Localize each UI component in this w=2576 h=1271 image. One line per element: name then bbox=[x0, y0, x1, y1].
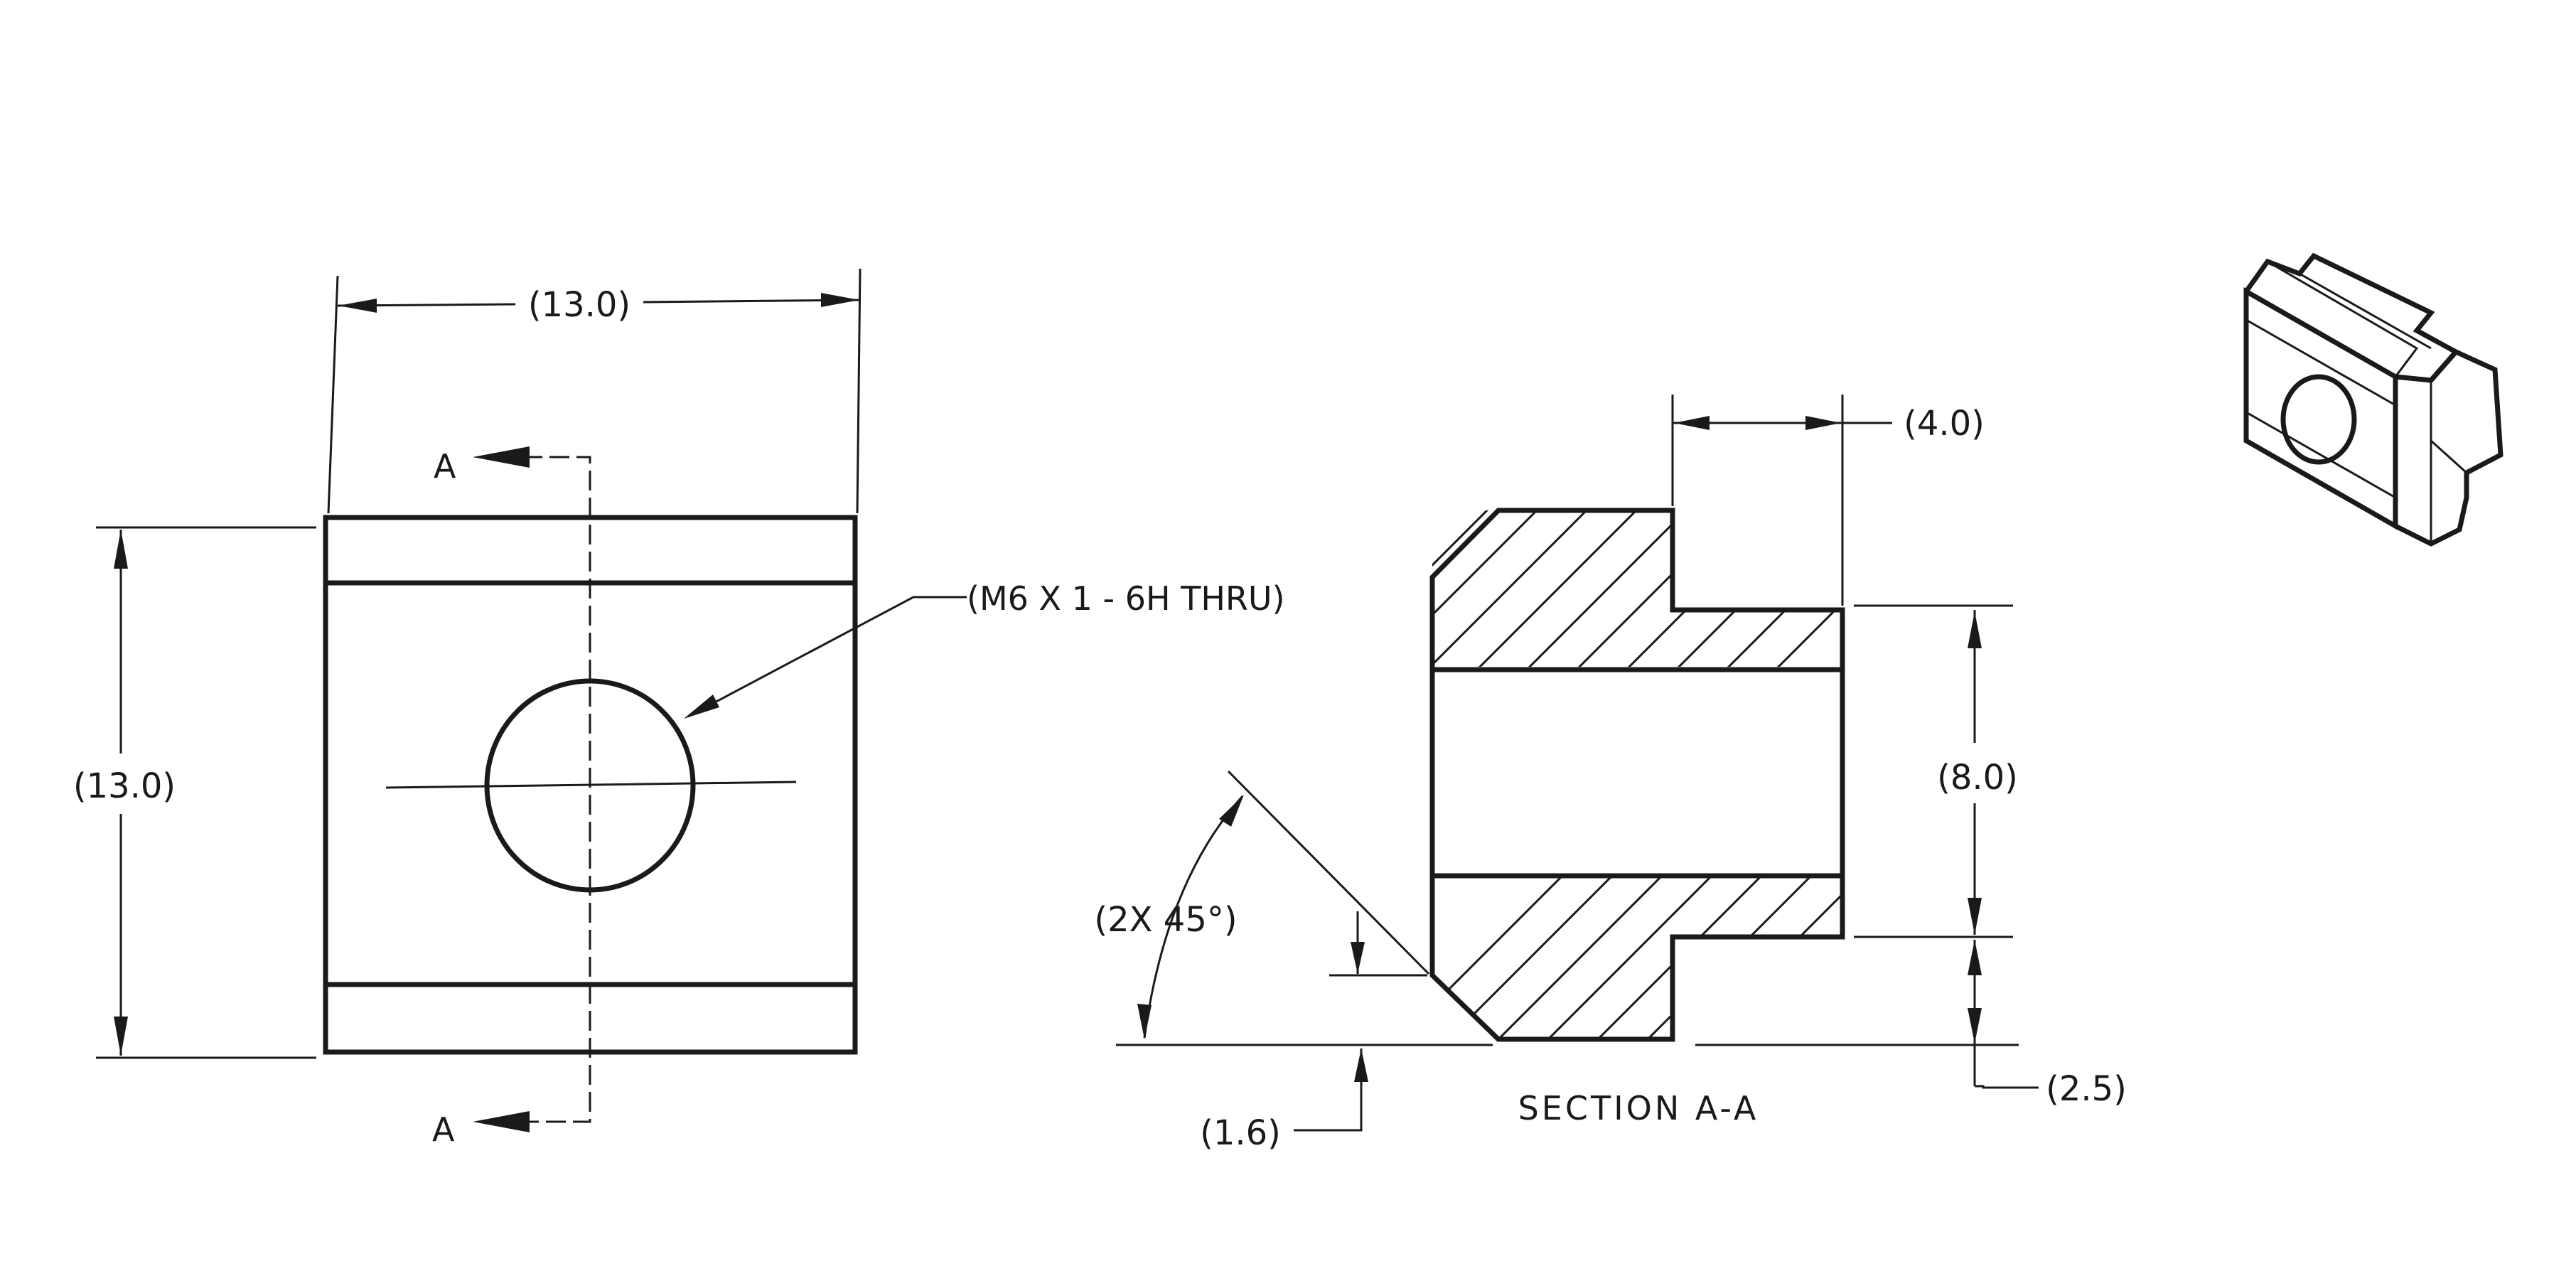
step-height-arrow-top bbox=[1968, 940, 1982, 975]
hole-callout-leader bbox=[687, 596, 967, 718]
bore-arrow-top bbox=[1968, 611, 1982, 648]
chamfer-arrow-bottom bbox=[1354, 1049, 1368, 1082]
hole-callout-arrow bbox=[684, 695, 719, 719]
height-arrow-bottom bbox=[114, 1017, 128, 1056]
section-view: (4.0) (8.0) (2.5) (1.6) (2X 45°) SECTION… bbox=[1094, 395, 2127, 1153]
step-height-leader bbox=[1975, 1085, 2039, 1089]
section-outline bbox=[1429, 508, 1845, 1042]
section-label-bottom: A bbox=[432, 1110, 455, 1149]
step-height-dimension: (2.5) bbox=[2046, 1069, 2127, 1109]
t-nut-isometric-icon bbox=[2243, 252, 2503, 547]
section-arrow-bottom bbox=[473, 1111, 530, 1132]
chamfer-angle-extension bbox=[1227, 770, 1430, 975]
bore-height-dimension: (8.0) bbox=[1937, 758, 2018, 798]
height-arrow-top bbox=[114, 530, 128, 569]
width-extension-left bbox=[327, 275, 339, 514]
step-arrow-right bbox=[1805, 416, 1841, 430]
front-width-dimension: (13.0) bbox=[528, 285, 630, 325]
chamfer-dimension: (1.6) bbox=[1200, 1113, 1281, 1153]
front-height-dimension: (13.0) bbox=[73, 766, 176, 806]
chamfer-angle-arrow-bottom bbox=[1137, 1004, 1152, 1039]
chamfer-dimension-leader bbox=[1294, 1049, 1363, 1132]
step-arrow-left bbox=[1674, 416, 1710, 430]
section-label-top: A bbox=[434, 447, 456, 486]
front-view: A A (13.0) (13.0) (M6 X 1 - 6H THRU) bbox=[73, 268, 1285, 1149]
step-height-arrow-bottom bbox=[1968, 1008, 1982, 1044]
width-arrow-left bbox=[338, 299, 377, 313]
chamfer-angle-arrow-top bbox=[1219, 795, 1244, 827]
section-cutting-line bbox=[522, 456, 591, 1123]
width-extension-right bbox=[856, 268, 862, 514]
width-arrow-right bbox=[821, 293, 859, 307]
chamfer-arrow-top bbox=[1351, 942, 1365, 974]
bore-arrow-bottom bbox=[1968, 898, 1982, 935]
section-title: SECTION A-A bbox=[1518, 1089, 1759, 1127]
hole-callout-text: (M6 X 1 - 6H THRU) bbox=[967, 579, 1285, 618]
section-arrow-top bbox=[473, 446, 530, 468]
chamfer-angle-dimension: (2X 45°) bbox=[1094, 900, 1237, 940]
step-width-dimension: (4.0) bbox=[1904, 404, 1985, 444]
